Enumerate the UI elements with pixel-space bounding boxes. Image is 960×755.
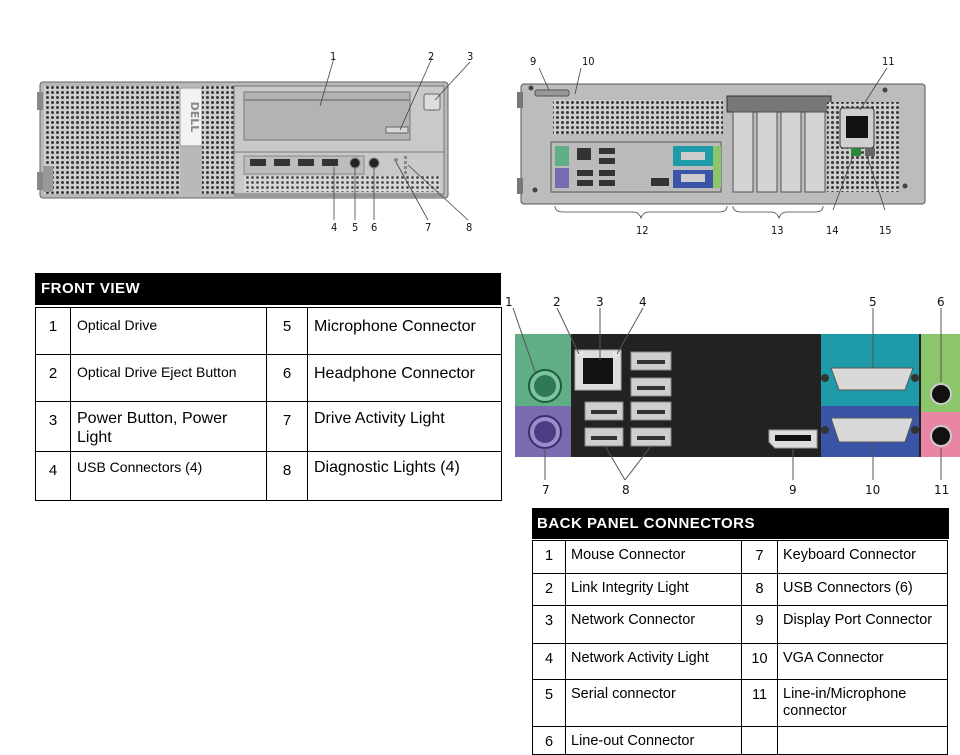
back-callout: 15 (879, 224, 892, 237)
item-label: Line-out Connector (565, 726, 742, 755)
optical-eject-button (385, 126, 409, 134)
item-number: 5 (266, 307, 308, 355)
expansion-slots (732, 111, 826, 193)
item-label: VGA Connector (777, 643, 948, 680)
item-number: 7 (741, 540, 778, 574)
back-panel-closeup (512, 307, 960, 481)
power-button (423, 93, 441, 111)
item-label: Power Button, Power Light (70, 401, 267, 452)
item-number: 11 (741, 679, 778, 727)
front-callout: 3 (467, 50, 474, 63)
panel-callout: 7 (542, 483, 550, 497)
table-row: 2 Link Integrity Light 8 USB Connectors … (532, 573, 948, 606)
table-row: 3 Power Button, Power Light 7 Drive Acti… (35, 401, 502, 452)
item-number: 8 (266, 451, 308, 501)
item-label: Drive Activity Light (307, 401, 502, 452)
front-usb-ports (250, 159, 338, 166)
item-number: 2 (35, 354, 71, 402)
table-row: 4 USB Connectors (4) 8 Diagnostic Lights… (35, 451, 502, 501)
back-panel-header: BACK PANEL CONNECTORS (532, 508, 949, 539)
back-callout: 13 (771, 224, 784, 237)
panel-callout: 4 (639, 295, 647, 309)
panel-callout: 3 (596, 295, 604, 309)
table-row: 2 Optical Drive Eject Button 6 Headphone… (35, 354, 502, 402)
table-row: 4 Network Activity Light 10 VGA Connecto… (532, 643, 948, 680)
item-label: Network Activity Light (565, 643, 742, 680)
item-label: Headphone Connector (307, 354, 502, 402)
front-callout: 8 (466, 221, 473, 234)
front-headphone-jack (368, 157, 380, 169)
item-label: USB Connectors (4) (70, 451, 267, 501)
front-callout: 4 (331, 221, 338, 234)
back-callout: 14 (826, 224, 839, 237)
back-callout: 11 (882, 55, 895, 68)
front-foot (37, 172, 43, 190)
item-label: Network Connector (565, 605, 742, 644)
front-foot (37, 92, 43, 110)
front-callout: 6 (371, 221, 378, 234)
panel-callout: 5 (869, 295, 877, 309)
item-number: 2 (532, 573, 566, 606)
item-number: 1 (35, 307, 71, 355)
item-label: Diagnostic Lights (4) (307, 451, 502, 501)
back-callout: 10 (582, 55, 595, 68)
item-number: 5 (532, 679, 566, 727)
item-number: 3 (35, 401, 71, 452)
panel-callout: 8 (622, 483, 630, 497)
item-label: Optical Drive (70, 307, 267, 355)
link-integrity-light (577, 352, 583, 356)
drive-activity-light (394, 158, 398, 162)
front-view-header: FRONT VIEW (35, 273, 501, 305)
item-number: 9 (741, 605, 778, 644)
panel-callout: 1 (505, 295, 513, 309)
front-mic-jack (349, 157, 361, 169)
item-number: 4 (35, 451, 71, 501)
back-grill (553, 100, 723, 134)
item-label: USB Connectors (6) (777, 573, 948, 606)
item-number: 4 (532, 643, 566, 680)
item-number: 3 (532, 605, 566, 644)
table-row: 1 Mouse Connector 7 Keyboard Connector (532, 540, 948, 574)
back-callout: 9 (530, 55, 537, 68)
panel-callout: 9 (789, 483, 797, 497)
item-number: 10 (741, 643, 778, 680)
diagnostic-lights (404, 156, 407, 174)
svg-text:DELL: DELL (188, 102, 201, 133)
back-callout: 12 (636, 224, 649, 237)
table-row: 5 Serial connector 11 Line-in/Microphone… (532, 679, 948, 727)
item-label: Link Integrity Light (565, 573, 742, 606)
table-row: 1 Optical Drive 5 Microphone Connector (35, 307, 502, 355)
front-view-table: 1 Optical Drive 5 Microphone Connector 2… (35, 307, 502, 501)
back-panel-table: 1 Mouse Connector 7 Keyboard Connector 2… (532, 540, 948, 755)
back-view-diagram (517, 67, 926, 220)
front-callout: 5 (352, 221, 359, 234)
item-number (741, 726, 778, 755)
item-label: Line-in/Microphone connector (777, 679, 948, 727)
item-number: 7 (266, 401, 308, 452)
network-activity-light (613, 352, 619, 356)
table-row: 6 Line-out Connector (532, 726, 948, 755)
item-label: Keyboard Connector (777, 540, 948, 574)
item-label: Optical Drive Eject Button (70, 354, 267, 402)
front-callout: 1 (330, 50, 337, 63)
item-number: 6 (266, 354, 308, 402)
item-label: Serial connector (565, 679, 742, 727)
table-row: 3 Network Connector 9 Display Port Conne… (532, 605, 948, 644)
panel-callout: 2 (553, 295, 561, 309)
item-label: Mouse Connector (565, 540, 742, 574)
item-label: Microphone Connector (307, 307, 502, 355)
item-label (777, 726, 948, 755)
item-number: 6 (532, 726, 566, 755)
panel-callout: 10 (865, 483, 881, 497)
panel-callout: 6 (937, 295, 945, 309)
item-number: 1 (532, 540, 566, 574)
front-view-diagram: DELL (37, 57, 471, 221)
panel-callout: 11 (934, 483, 950, 497)
front-callout: 7 (425, 221, 432, 234)
item-number: 8 (741, 573, 778, 606)
front-callout: 2 (428, 50, 435, 63)
front-grill (44, 86, 180, 194)
front-grill (202, 86, 234, 194)
item-label: Display Port Connector (777, 605, 948, 644)
